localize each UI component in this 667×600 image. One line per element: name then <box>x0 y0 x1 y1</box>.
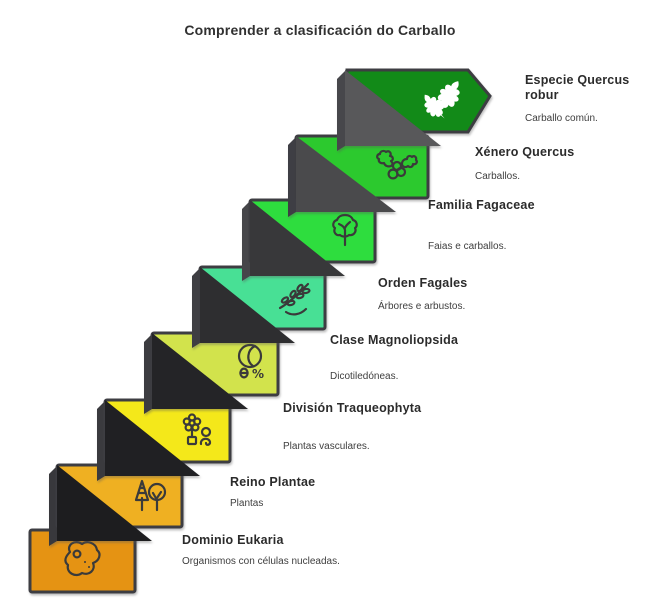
step-description: Organismos con células nucleadas. <box>182 556 340 567</box>
step-description: Dicotiledóneas. <box>330 371 399 382</box>
step-description: Carballos. <box>475 171 521 182</box>
ribbon-side <box>242 201 250 281</box>
ribbon-side <box>288 137 296 217</box>
step-reino <box>49 463 184 546</box>
ribbon-side <box>144 334 152 414</box>
svg-text:%: % <box>252 367 264 381</box>
ribbon-fold <box>250 200 345 276</box>
trees-icon <box>134 479 167 512</box>
acorns-icon <box>376 149 418 180</box>
step-title: Familia Fagaceae <box>428 198 535 212</box>
label-especie: Especie Quercus robur Carballo común. <box>525 73 650 125</box>
step-title: Clase Magnoliopsida <box>330 333 459 347</box>
ribbon-fold <box>57 465 152 541</box>
step-familia <box>242 198 377 281</box>
tree-icon <box>332 213 358 247</box>
step-especie <box>337 68 492 151</box>
step-title: Xénero Quercus <box>475 145 575 159</box>
label-clase: Clase Magnoliopsida Dicotiledóneas. <box>330 333 520 383</box>
ribbon-side <box>49 466 57 546</box>
label-familia: Familia Fagaceae Faias e carballos. <box>428 198 608 253</box>
ribbon-side <box>337 71 345 151</box>
page-title: Comprender a clasificación do Carballo <box>184 22 456 38</box>
label-reino: Reino Plantae Plantas <box>230 475 410 510</box>
oak-leaves-icon <box>424 81 460 119</box>
ribbon-side <box>97 401 105 481</box>
seed-icon: % <box>237 343 264 381</box>
ribbon-fold <box>152 333 248 409</box>
branch-leaves-icon <box>278 282 311 316</box>
step-orden <box>192 265 327 348</box>
label-orden: Orden Fagales Árbores e arbustos. <box>378 276 558 313</box>
step-clase: % <box>144 331 280 414</box>
step-description: Plantas vasculares. <box>283 441 370 452</box>
label-xenero: Xénero Quercus Carballos. <box>475 145 655 183</box>
step-description: Árbores e arbustos. <box>378 301 466 312</box>
step-title: División Traqueophyta <box>283 401 422 415</box>
label-division: División Traqueophyta Plantas vasculares… <box>283 401 478 453</box>
flower-pot-icon <box>182 413 212 446</box>
step-title: Especie Quercus robur <box>525 73 630 102</box>
step-title: Reino Plantae <box>230 475 316 489</box>
label-dominio: Dominio Eukaria Organismos con células n… <box>182 533 377 568</box>
step-xenero <box>288 134 430 217</box>
step-title: Dominio Eukaria <box>182 533 284 547</box>
ribbon-fold <box>200 267 295 343</box>
ribbon-fold <box>345 70 441 146</box>
step-title: Orden Fagales <box>378 276 468 290</box>
step-description: Plantas <box>230 498 264 509</box>
ribbon-fold <box>105 400 200 476</box>
step-description: Carballo común. <box>525 113 598 124</box>
step-division <box>97 398 232 481</box>
step-description: Faias e carballos. <box>428 241 507 252</box>
ribbon-side <box>192 268 200 348</box>
cell-icon <box>64 541 101 577</box>
ribbon-fold <box>296 136 396 212</box>
